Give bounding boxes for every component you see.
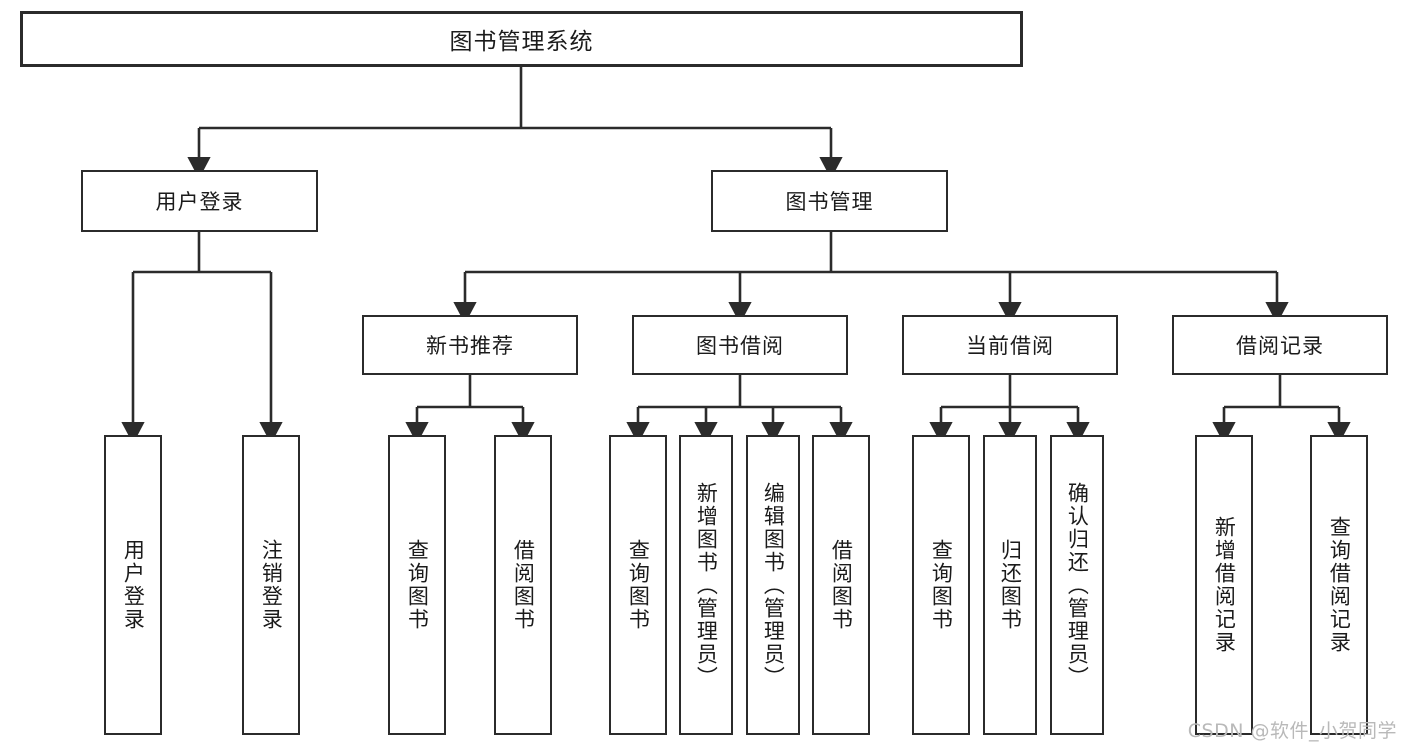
node-label: 借阅图书 [511, 539, 536, 631]
node-label: 注销登录 [259, 539, 284, 631]
leaf-node-query-book-recommend[interactable]: 查询图书 [388, 435, 446, 735]
node-label: 确认归还（管理员） [1065, 481, 1090, 689]
node-label: 当前借阅 [966, 334, 1054, 358]
node-label: 用户登录 [155, 190, 244, 214]
node-root-book-management-system[interactable]: 图书管理系统 [20, 11, 1023, 67]
watermark-text: CSDN @软件_小贺同学 [1187, 720, 1397, 742]
leaf-node-query-borrow-record[interactable]: 查询借阅记录 [1310, 435, 1368, 735]
node-book-borrow[interactable]: 图书借阅 [632, 315, 848, 375]
node-label: 查询借阅记录 [1327, 516, 1352, 654]
node-label: 图书借阅 [696, 334, 784, 358]
node-label: 新书推荐 [426, 334, 514, 358]
node-label: 归还图书 [998, 539, 1023, 631]
leaf-node-logout-login[interactable]: 注销登录 [242, 435, 300, 735]
node-label: 新增图书（管理员） [694, 481, 719, 689]
leaf-node-borrow-book-recommend[interactable]: 借阅图书 [494, 435, 552, 735]
node-label: 借阅记录 [1236, 334, 1324, 358]
leaf-node-borrow-book[interactable]: 借阅图书 [812, 435, 870, 735]
leaf-node-confirm-return-admin[interactable]: 确认归还（管理员） [1050, 435, 1104, 735]
leaf-node-add-borrow-record[interactable]: 新增借阅记录 [1195, 435, 1253, 735]
node-book-management[interactable]: 图书管理 [711, 170, 948, 232]
node-label: 编辑图书（管理员） [761, 481, 786, 689]
leaf-node-add-book-admin[interactable]: 新增图书（管理员） [679, 435, 733, 735]
node-label: 查询图书 [405, 539, 430, 631]
node-new-book-recommend[interactable]: 新书推荐 [362, 315, 578, 375]
node-label: 借阅图书 [829, 539, 854, 631]
leaf-node-query-book-borrow[interactable]: 查询图书 [609, 435, 667, 735]
node-label: 查询图书 [626, 539, 651, 631]
node-label: 查询图书 [929, 539, 954, 631]
leaf-node-edit-book-admin[interactable]: 编辑图书（管理员） [746, 435, 800, 735]
node-label: 图书管理系统 [449, 29, 594, 55]
node-current-borrow[interactable]: 当前借阅 [902, 315, 1118, 375]
node-label: 图书管理 [785, 190, 874, 214]
leaf-node-query-book-current[interactable]: 查询图书 [912, 435, 970, 735]
node-user-login[interactable]: 用户登录 [81, 170, 318, 232]
leaf-node-return-book[interactable]: 归还图书 [983, 435, 1037, 735]
node-label: 用户登录 [121, 539, 146, 631]
node-label: 新增借阅记录 [1212, 516, 1237, 654]
leaf-node-user-login[interactable]: 用户登录 [104, 435, 162, 735]
node-borrow-record[interactable]: 借阅记录 [1172, 315, 1388, 375]
